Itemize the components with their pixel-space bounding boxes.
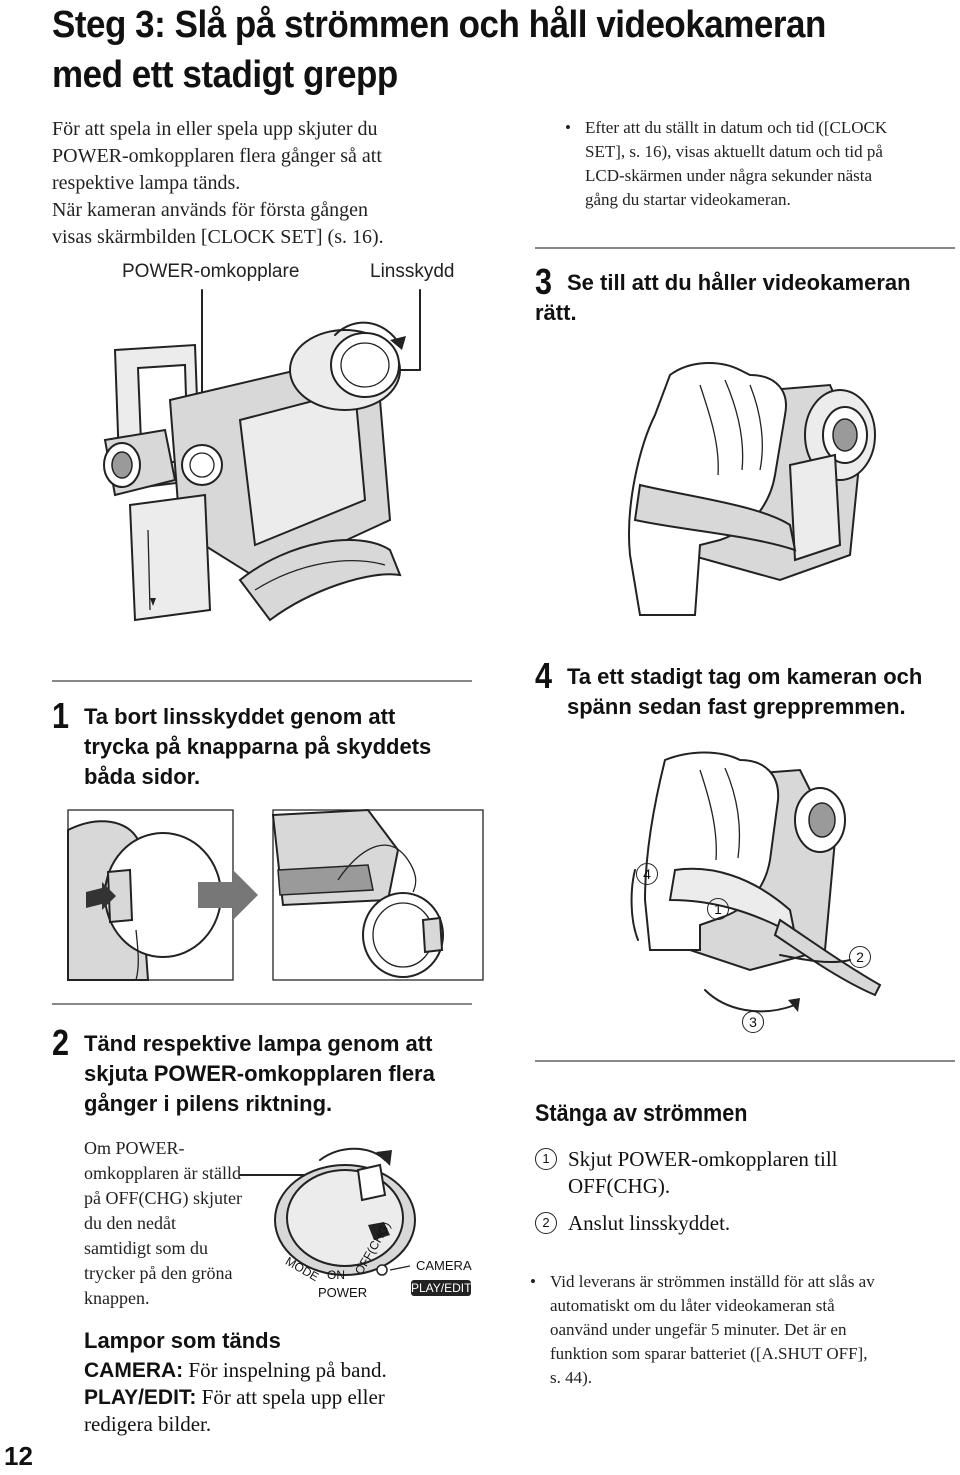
note-line: Vid leverans är strömmen inställd för at… [550,1272,875,1291]
power-dial [286,1169,404,1267]
dial-label-play-edit: PLAY/EDIT [411,1280,472,1296]
intro-line: visas skärmbilden [CLOCK SET] (s. 16). [52,226,384,248]
note-line: samtidigt som du [84,1238,209,1258]
lamps-heading: Lampor som tänds [84,1328,281,1353]
note-line: funktion som sparar batteriet ([A.SHUT O… [550,1344,868,1363]
marker-4: 4 [636,863,658,885]
power-off-item: 2 Anslut linsskyddet. [535,1210,730,1237]
note-line: SET], s. 16), visas aktuellt datum och t… [585,142,883,161]
divider [535,247,955,249]
step-line: Se till att du håller videokameran [567,270,911,295]
dial-label-power: POWER [318,1285,368,1300]
lens-cap-removal-illustration [67,808,484,981]
step-line: rätt. [535,300,577,325]
dial-label-on: ON [327,1268,345,1282]
step-3-heading: 3 Se till att du håller videokameran rät… [535,262,911,328]
clock-set-note: • Efter att du ställt in datum och tid (… [565,116,887,212]
lamp-camera-text: För inspelning på band. [183,1358,387,1382]
step-2-heading: 2 Tänd respektive lampa genom att skjuta… [52,1023,435,1119]
note-line: Om POWER- [84,1138,185,1158]
step-number: 1 [52,695,70,736]
intro-line: För att spela in eller spela upp skjuter… [52,118,378,140]
lamp-camera-key: CAMERA: [84,1359,184,1382]
item-marker: 1 [535,1148,557,1170]
note-line: knappen. [84,1288,150,1308]
note-line: trycker på den gröna [84,1263,233,1283]
intro-line: POWER-omkopplaren flera gånger så att [52,145,382,167]
grip-strap [633,483,797,552]
page-title: Steg 3: Slå på strömmen och håll videoka… [52,0,880,100]
note-line: på OFF(CHG) skjuter [84,1188,242,1208]
camcorder-illustration [103,289,421,622]
divider [52,680,472,682]
note-line: gång du startar videokameran. [585,190,791,209]
divider [52,1003,472,1005]
lamp-camera-line: CAMERA: För inspelning på band. [84,1356,387,1385]
note-line: du den nedåt [84,1213,176,1233]
intro-text: För att spela in eller spela upp skjuter… [52,116,482,251]
step-line: båda sidor. [84,764,201,789]
item-line: Skjut POWER-omkopplaren till [568,1147,838,1171]
step-1-heading: 1 Ta bort linsskyddet genom att trycka p… [52,696,432,792]
page-title-line: Steg 3: Slå på strömmen och håll videoka… [52,4,826,46]
item-line: Anslut linsskyddet. [568,1211,731,1235]
note-line: LCD-skärmen under några sekunder nästa [585,166,873,185]
lens-cap-callout: Linsskydd [370,261,455,282]
power-switch [181,444,223,486]
item-marker: 2 [535,1212,557,1234]
lamp-play-line: PLAY/EDIT: För att spela upp eller [84,1383,385,1412]
lamp-play-text: För att spela upp eller [196,1385,385,1409]
power-switch-note: Om POWER- omkopplaren är ställd på OFF(C… [84,1136,242,1311]
page-number: 12 [4,1441,33,1471]
power-dial-illustration [239,1147,416,1276]
hand [628,362,787,616]
step-4-heading: 4 Ta ett stadigt tag om kameran och spän… [535,656,923,722]
divider [535,1060,955,1062]
auto-shut-off-note: • Vid leverans är strömmen inställd för … [530,1270,875,1390]
note-line: s. 44). [550,1368,593,1387]
step-number: 3 [535,261,553,302]
step-number: 4 [535,655,553,696]
item-line: OFF(CHG). [568,1174,671,1198]
right-arrow-icon [198,870,258,920]
intro-line: När kameran används för första gången [52,199,368,221]
step-line: trycka på knapparna på skyddets [84,734,432,759]
step-number: 2 [52,1022,70,1063]
page-title-line: med ett stadigt grepp [52,54,398,96]
power-switch-callout: POWER-omkopplare [122,261,300,282]
step-line: gånger i pilens riktning. [84,1091,333,1116]
lamp-play-key: PLAY/EDIT: [84,1386,197,1409]
hand-grip-illustration [628,362,876,616]
lamp-play-line-2: redigera bilder. [84,1412,212,1436]
step-line: skjuta POWER-omkopplaren flera [84,1061,435,1086]
power-off-heading: Stänga av strömmen [535,1100,748,1127]
dial-label-camera: CAMERA [416,1258,472,1273]
detached-lens-cap [362,892,444,978]
intro-line: respektive lampa tänds. [52,172,241,194]
marker-1: 1 [707,898,729,920]
battery [128,493,212,622]
lamp-indicator [376,1264,388,1276]
strap-fastening-illustration [630,751,882,1013]
note-line: automatiskt om du låter videokameran stå [550,1296,835,1315]
step-line: Ta bort linsskyddet genom att [84,704,396,729]
bullet-mark: • [530,1272,536,1291]
marker-3: 3 [742,1011,764,1033]
power-off-item: 1 Skjut POWER-omkopplaren till OFF(CHG). [535,1146,837,1200]
note-line: Efter att du ställt in datum och tid ([C… [585,118,888,137]
note-line: omkopplaren är ställd [84,1163,241,1183]
note-line: oanvänd under ungefär 5 minuter. Det är … [550,1320,847,1339]
marker-2: 2 [849,946,871,968]
step-line: Ta ett stadigt tag om kameran och [567,664,923,689]
step-line: spänn sedan fast greppremmen. [567,694,906,719]
step-line: Tänd respektive lampa genom att [84,1031,433,1056]
bullet-mark: • [565,118,571,137]
grip-strap [238,539,402,622]
rotate-arrow-icon [376,1150,392,1166]
